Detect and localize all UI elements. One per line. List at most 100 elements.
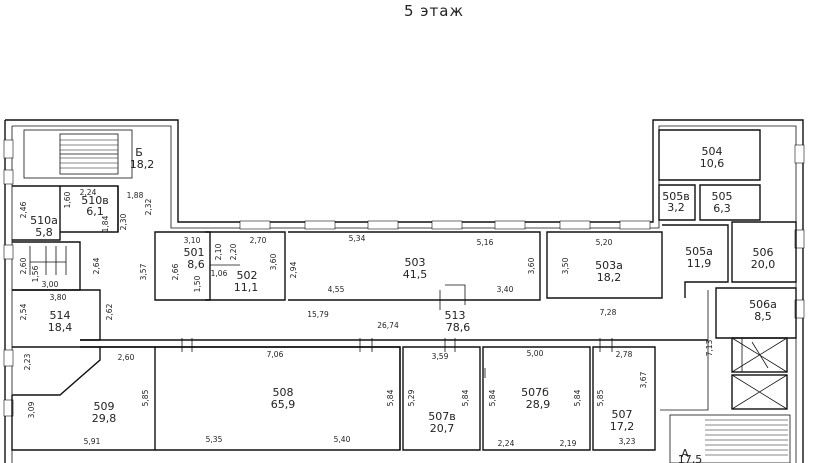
dimension-label: 5,84: [461, 389, 470, 406]
room-number: 504: [702, 145, 723, 158]
dimension-label: 1,88: [127, 191, 144, 200]
north-office-walls: [154, 231, 663, 301]
room-area: 29,8: [92, 412, 117, 425]
dimension-labels: 2,24 1,60 1,88 2,46 1,84 2,30 2,32 3,10 …: [19, 188, 714, 448]
room-number: 503: [405, 256, 426, 269]
dimension-label: 2,54: [19, 303, 28, 320]
room-number: 506: [753, 246, 774, 259]
dimension-label: 2,46: [19, 201, 28, 218]
room-number: 509: [94, 400, 115, 413]
dimension-label: 5,34: [349, 234, 366, 243]
dimension-label: 1,06: [211, 269, 228, 278]
dimension-label: 2,66: [171, 263, 180, 280]
room-area: 18,4: [48, 321, 73, 334]
room-area: 18,2: [597, 271, 622, 284]
dimension-label: 5,29: [407, 389, 416, 406]
dimension-label: 5,16: [477, 238, 494, 247]
dimension-label: 1,50: [193, 275, 202, 292]
dimension-label: 2,94: [289, 261, 298, 278]
dimension-label: 3,59: [432, 352, 449, 361]
dimension-label: 2,20: [229, 243, 238, 260]
dimension-label: 2,60: [118, 353, 135, 362]
dimension-label: 2,78: [616, 350, 633, 359]
dimension-label: 5,85: [141, 389, 150, 406]
room-number: 502: [237, 269, 258, 282]
dimension-label: 3,40: [497, 285, 514, 294]
room-number: 507в: [428, 410, 455, 423]
dimension-label: 5,84: [488, 389, 497, 406]
room-number: 505: [712, 190, 733, 203]
south-room-walls: [155, 346, 656, 451]
room-number: 506а: [749, 298, 777, 311]
room-area: 5,8: [35, 226, 53, 239]
room-number: 508: [273, 386, 294, 399]
room-area: 11,1: [234, 281, 259, 294]
dimension-label: 26,74: [377, 321, 399, 330]
room-number: 507б: [521, 386, 549, 399]
room-area: 20,0: [751, 258, 776, 271]
room-area: 11,9: [687, 257, 712, 270]
dimension-label: 5,35: [206, 435, 223, 444]
dimension-label: 5,84: [386, 389, 395, 406]
dimension-label: 3,23: [619, 437, 636, 446]
east-wing-walls: [658, 129, 797, 339]
room-area: 17,5: [678, 453, 703, 463]
room-area: 10,6: [700, 157, 725, 170]
dimension-label: 3,50: [561, 257, 570, 274]
dimension-label: 2,10: [214, 243, 223, 260]
room-number: 513: [445, 309, 466, 322]
room-number: Б: [135, 146, 143, 159]
floor-title: 5 этаж: [404, 2, 464, 20]
dimension-label: 3,10: [184, 236, 201, 245]
dimension-label: 3,09: [27, 401, 36, 418]
room-area: 20,7: [430, 422, 455, 435]
room-area: 17,2: [610, 420, 635, 433]
dimension-label: 1,84: [101, 215, 110, 232]
dimension-label: 5,20: [596, 238, 613, 247]
dimension-label: 7,13: [705, 339, 714, 356]
dimension-label: 3,80: [50, 293, 67, 302]
dimension-label: 1,60: [63, 191, 72, 208]
elevator-shafts: [731, 337, 788, 410]
dimension-label: 3,60: [527, 257, 536, 274]
room-area: 28,9: [526, 398, 551, 411]
dimension-label: 2,70: [250, 236, 267, 245]
dimension-label: 3,67: [639, 371, 648, 388]
dimension-label: 7,28: [600, 308, 617, 317]
dimension-label: 2,64: [92, 257, 101, 274]
room-labels: Б 18,2 510в 6,1 510а 5,8 501 8,6 502 11,…: [30, 145, 777, 463]
room-number: А: [681, 447, 689, 460]
dimension-label: 7,06: [267, 350, 284, 359]
room-number: 510в: [81, 194, 108, 207]
stair-b: [23, 129, 133, 179]
room-number: 514: [50, 309, 71, 322]
room-number: 505в: [662, 190, 689, 203]
dimension-label: 5,00: [527, 349, 544, 358]
room-number: 507: [612, 408, 633, 421]
dimension-label: 5,84: [573, 389, 582, 406]
room-area: 6,3: [713, 202, 731, 215]
dimension-label: 5,40: [334, 435, 351, 444]
dimension-label: 2,24: [498, 439, 515, 448]
outer-walls: [4, 119, 804, 463]
dimension-label: 2,24: [80, 188, 97, 197]
dimension-label: 3,60: [269, 253, 278, 270]
room-area: 6,1: [86, 205, 104, 218]
room-area: 3,2: [667, 201, 685, 214]
room-number: 505а: [685, 245, 713, 258]
dimension-label: 2,60: [19, 257, 28, 274]
room-number: 503а: [595, 259, 623, 272]
dimension-label: 1,56: [31, 265, 40, 282]
dimension-label: 5,85: [596, 389, 605, 406]
dimension-label: 2,32: [144, 198, 153, 215]
room-area: 78,6: [446, 321, 471, 334]
dimension-label: 2,19: [560, 439, 577, 448]
dimension-label: 3,57: [139, 263, 148, 280]
dimension-label: 2,62: [105, 303, 114, 320]
dimension-label: 4,55: [328, 285, 345, 294]
dimension-label: 3,00: [42, 280, 59, 289]
room-area: 8,5: [754, 310, 772, 323]
room-number: 510а: [30, 214, 58, 227]
room-area: 8,6: [187, 258, 205, 271]
